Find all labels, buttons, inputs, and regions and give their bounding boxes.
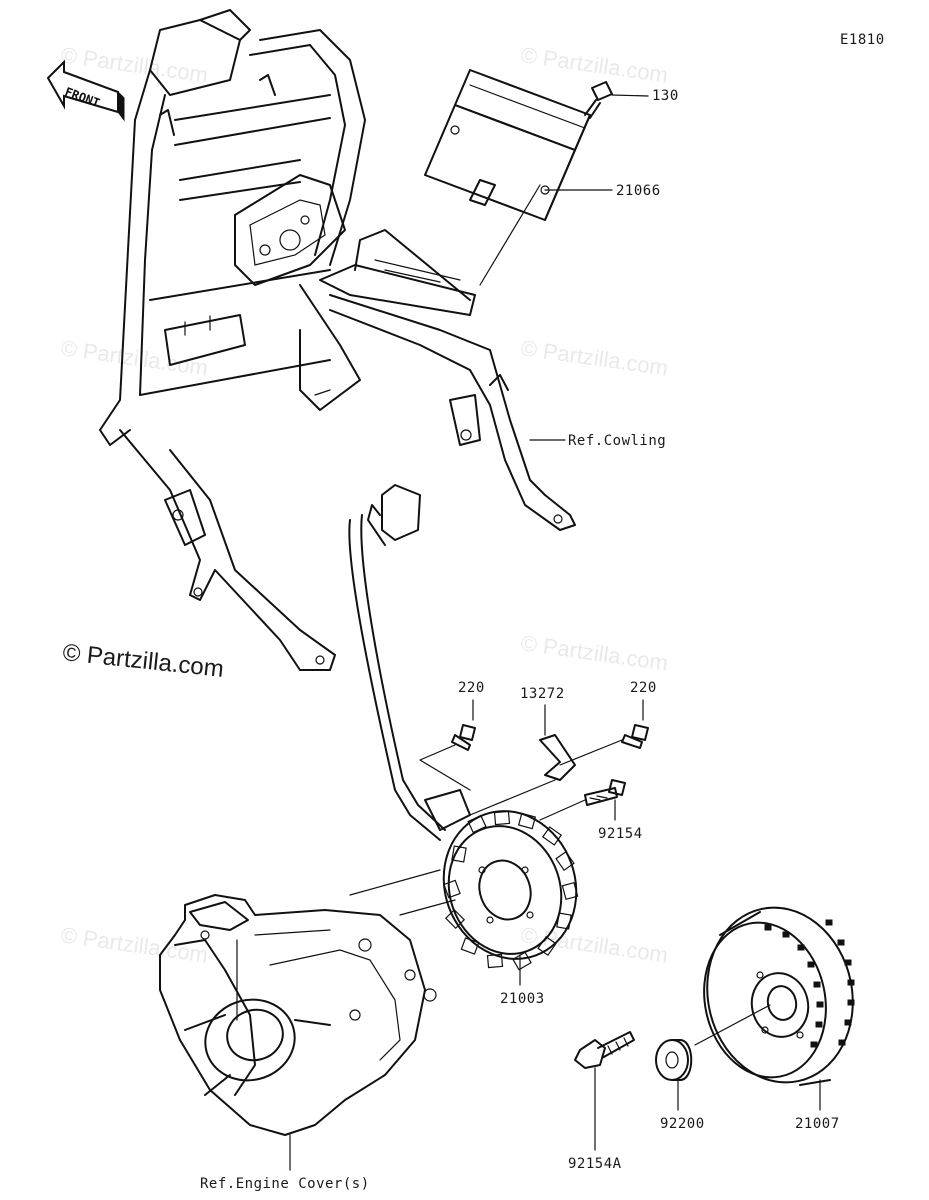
watermark-3: © Partzilla.com (59, 335, 209, 380)
watermark-5: © Partzilla.com (519, 630, 669, 675)
washer-92200: 92200 (655, 1039, 705, 1132)
callout-13272: 13272 (520, 686, 565, 702)
callout-92154A: 92154A (568, 1156, 622, 1172)
watermark-2: © Partzilla.com (519, 42, 669, 87)
bolt-92154: 92154 (539, 779, 643, 842)
bolt-130: 130 (584, 81, 679, 119)
clamp-13272: 13272 (419, 686, 576, 816)
callout-220-left: 220 (458, 680, 485, 696)
frame-assembly (99, 9, 576, 671)
callout-130: 130 (652, 88, 679, 104)
watermark-4: © Partzilla.com (519, 335, 669, 380)
rotor-21007: 21007 (694, 906, 855, 1132)
bolt-220-left: 220 (451, 680, 485, 751)
callout-21066: 21066 (616, 183, 661, 199)
watermark-6: © Partzilla.com (59, 922, 209, 967)
callout-21007: 21007 (795, 1116, 840, 1132)
stator-wire-harness (348, 484, 471, 841)
bolt-92154A: 92154A (568, 1031, 635, 1172)
callout-92200: 92200 (660, 1116, 705, 1132)
stator-21003: 21003 (349, 810, 579, 1007)
watermark-7: © Partzilla.com (519, 922, 669, 967)
bolt-220-right: 220 (559, 680, 657, 766)
callout-220-right: 220 (630, 680, 657, 696)
callout-21003: 21003 (500, 991, 545, 1007)
ecu-unit-21066 (424, 69, 591, 286)
engine-cover: Ref.Engine Cover(s) (159, 894, 437, 1192)
diagram-code: E1810 (840, 32, 885, 48)
copyright-notice: © Partzilla.com (61, 639, 225, 683)
callout-ref-cowling: Ref.Cowling (568, 433, 666, 449)
callout-ref-engine-cover: Ref.Engine Cover(s) (200, 1176, 370, 1192)
callout-92154: 92154 (598, 826, 643, 842)
